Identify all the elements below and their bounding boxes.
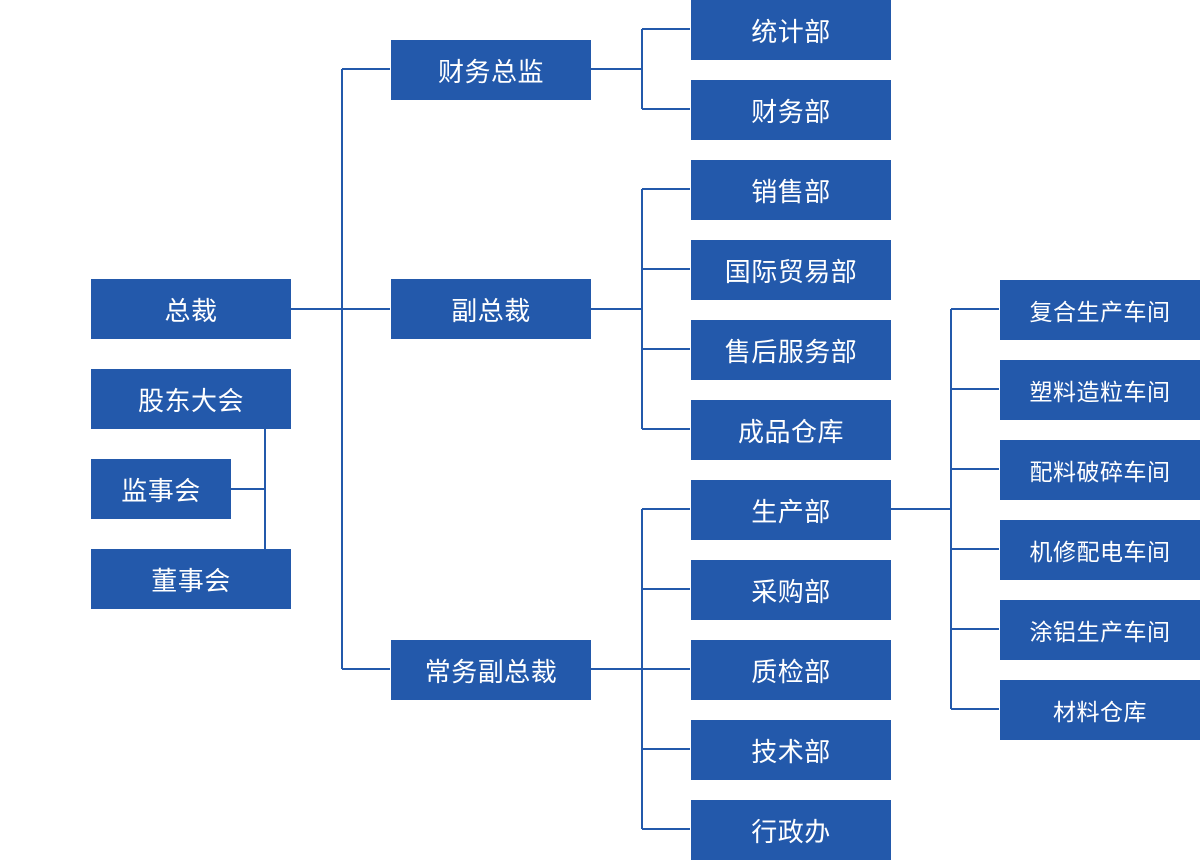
node-technical-dept: 技术部 — [691, 720, 891, 780]
connector-production-branch — [890, 308, 999, 710]
node-vice-president: 副总裁 — [391, 279, 591, 339]
node-finished-goods-warehouse: 成品仓库 — [691, 400, 891, 460]
node-admin-office: 行政办 — [691, 800, 891, 860]
node-quality-dept: 质检部 — [691, 640, 891, 700]
node-shareholders-meeting: 股东大会 — [91, 369, 291, 429]
node-president: 总裁 — [91, 279, 291, 339]
node-finance-director: 财务总监 — [391, 40, 591, 100]
node-material-crushing-workshop: 配料破碎车间 — [1000, 440, 1200, 500]
node-production-dept: 生产部 — [691, 480, 891, 540]
node-aluminum-coating-workshop: 涂铝生产车间 — [1000, 600, 1200, 660]
node-composite-workshop: 复合生产车间 — [1000, 280, 1200, 340]
connector-governance — [230, 429, 266, 549]
node-purchasing-dept: 采购部 — [691, 560, 891, 620]
node-statistics-dept: 统计部 — [691, 0, 891, 60]
node-sales-dept: 销售部 — [691, 160, 891, 220]
node-supervisory-board: 监事会 — [91, 459, 231, 519]
node-material-warehouse: 材料仓库 — [1000, 680, 1200, 740]
connector-evp-branch — [590, 508, 690, 830]
node-plastic-granulation-workshop: 塑料造粒车间 — [1000, 360, 1200, 420]
connector-vp-branch — [590, 188, 690, 430]
node-board-of-directors: 董事会 — [91, 549, 291, 609]
node-international-trade-dept: 国际贸易部 — [691, 240, 891, 300]
node-machine-electrical-workshop: 机修配电车间 — [1000, 520, 1200, 580]
node-after-sales-dept: 售后服务部 — [691, 320, 891, 380]
node-executive-vice-president: 常务副总裁 — [391, 640, 591, 700]
node-finance-dept: 财务部 — [691, 80, 891, 140]
connector-finance-branch — [590, 28, 690, 110]
